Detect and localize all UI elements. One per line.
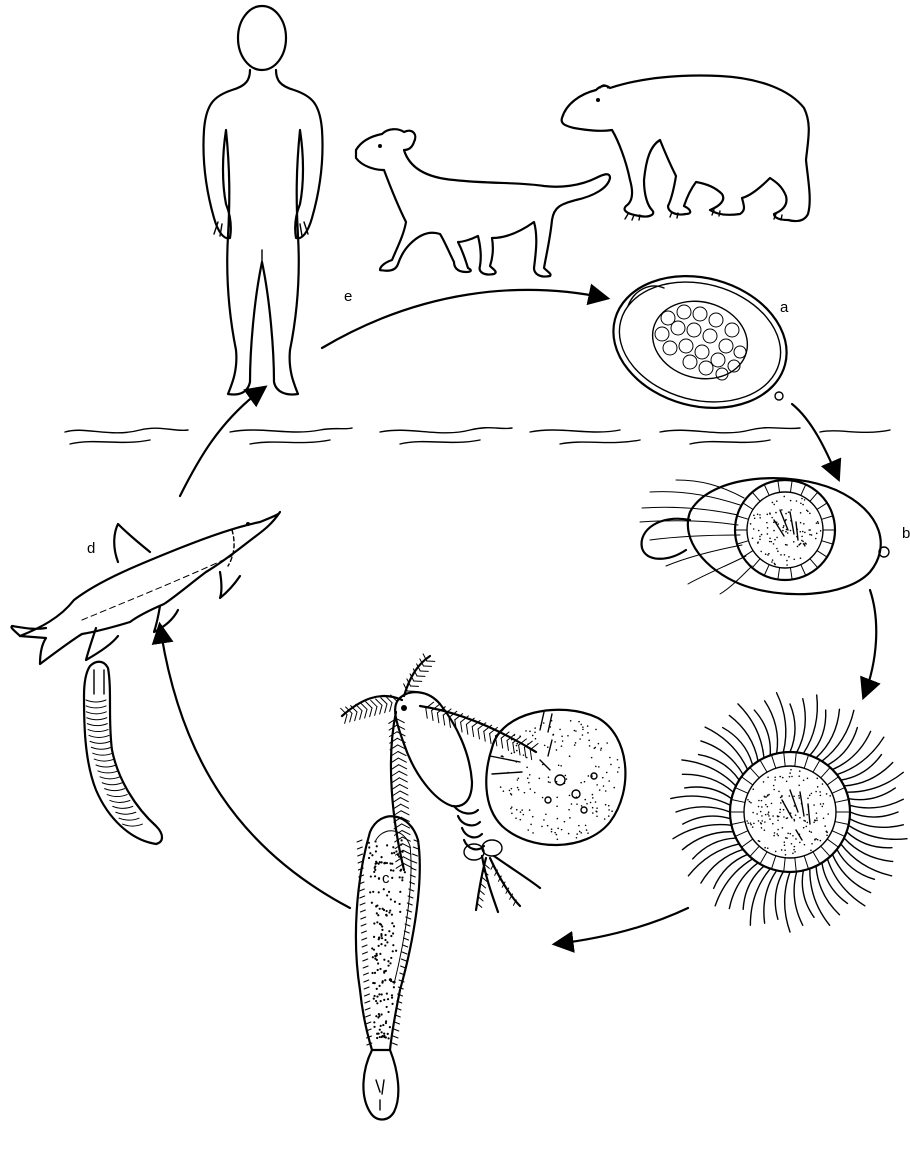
coracidium-larva: [671, 693, 907, 932]
label-d: d: [87, 540, 95, 557]
dog-host-figure: [356, 129, 610, 276]
cycle-arrows: [160, 290, 876, 944]
polar-bear-host-figure: [562, 76, 810, 222]
water-surface-lines: [65, 428, 890, 444]
label-e: e: [344, 288, 352, 305]
human-host-figure: [203, 6, 322, 395]
fish-host-figure: [11, 512, 280, 664]
label-b: b: [902, 525, 910, 542]
label-a: a: [780, 299, 789, 316]
oncosphere-larva: [486, 710, 625, 845]
procercoid-larva: [356, 816, 420, 1119]
stage-a-egg: [598, 257, 801, 426]
copepod-host-figure: [341, 654, 540, 912]
plerocercoid-larva: [84, 662, 162, 844]
label-c: c: [382, 870, 390, 887]
stage-b-hatching-egg: [640, 478, 889, 594]
